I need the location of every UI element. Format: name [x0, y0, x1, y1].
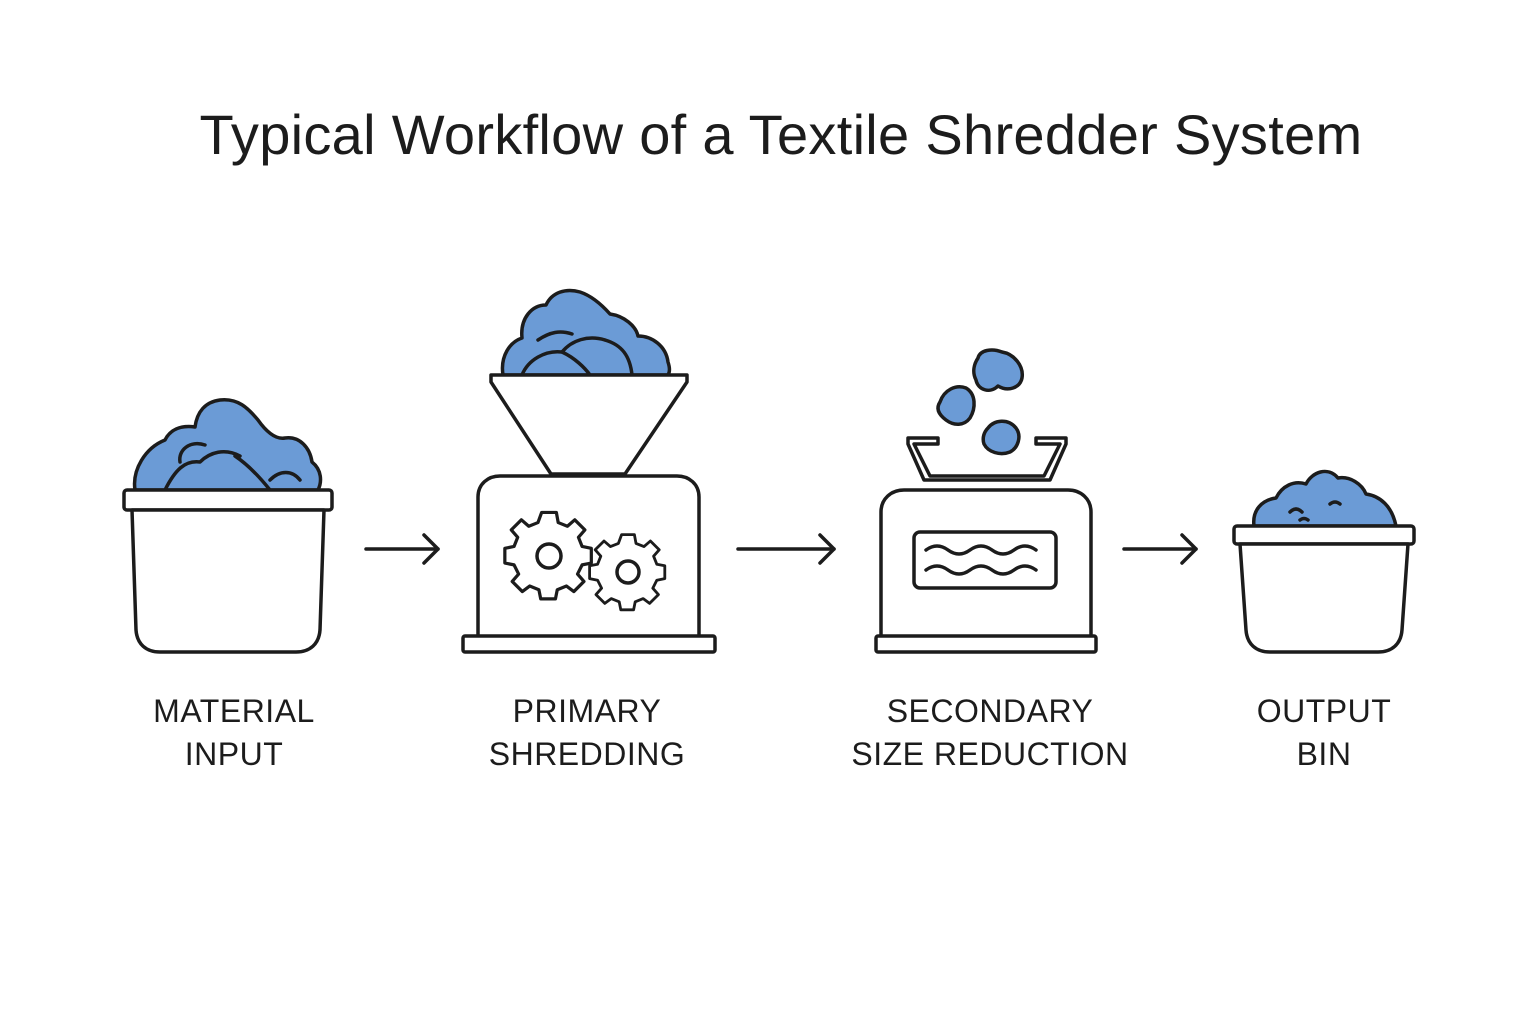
bin-body: [130, 508, 326, 654]
gear-shredder-icon: [461, 288, 717, 654]
step-label-secondary-size-reduction: SECONDARY SIZE REDUCTION: [851, 693, 1129, 772]
step-label-material-input: MATERIAL INPUT: [153, 693, 315, 772]
fiber-mark: [1298, 516, 1310, 522]
output-bin-icon: [1232, 469, 1416, 654]
textile-fold: [560, 350, 592, 377]
bin-rim: [122, 488, 334, 512]
fiber-mark: [1288, 507, 1304, 514]
arrow-3: [1122, 533, 1198, 565]
textile-pile: [132, 398, 323, 492]
fragment: [936, 385, 976, 426]
textile-fold: [163, 450, 242, 492]
bin-with-textiles-icon: [122, 398, 334, 654]
hopper: [489, 373, 689, 476]
granulator-base: [874, 634, 1098, 654]
step-label-primary-shredding: PRIMARY SHREDDING: [488, 693, 686, 772]
textile-fold: [536, 330, 574, 342]
textile-fold: [603, 338, 634, 377]
gear-large-icon: [503, 510, 593, 601]
fragment: [972, 348, 1024, 392]
arrow-2: [736, 533, 836, 565]
shredder-base: [461, 634, 717, 654]
gear-small-icon: [588, 533, 667, 612]
textile-fold: [233, 454, 272, 492]
page-title: Typical Workflow of a Textile Shredder S…: [199, 103, 1363, 166]
textile-fold: [268, 470, 302, 482]
feed-hopper: [906, 436, 1068, 482]
fiber-mark: [1328, 500, 1342, 506]
granulator-icon: [874, 348, 1098, 654]
bin-body: [1238, 542, 1410, 654]
textile-fold: [178, 442, 207, 464]
arrow-1: [364, 533, 440, 565]
textile-pile: [500, 288, 672, 377]
fragment: [981, 419, 1021, 456]
step-label-output-bin: OUTPUT BIN: [1256, 693, 1392, 772]
cutting-window: [912, 530, 1058, 590]
shredded-pile: [1252, 469, 1398, 528]
bin-rim: [1232, 524, 1416, 546]
wave-line: [924, 544, 1038, 556]
wave-line: [924, 564, 1038, 576]
